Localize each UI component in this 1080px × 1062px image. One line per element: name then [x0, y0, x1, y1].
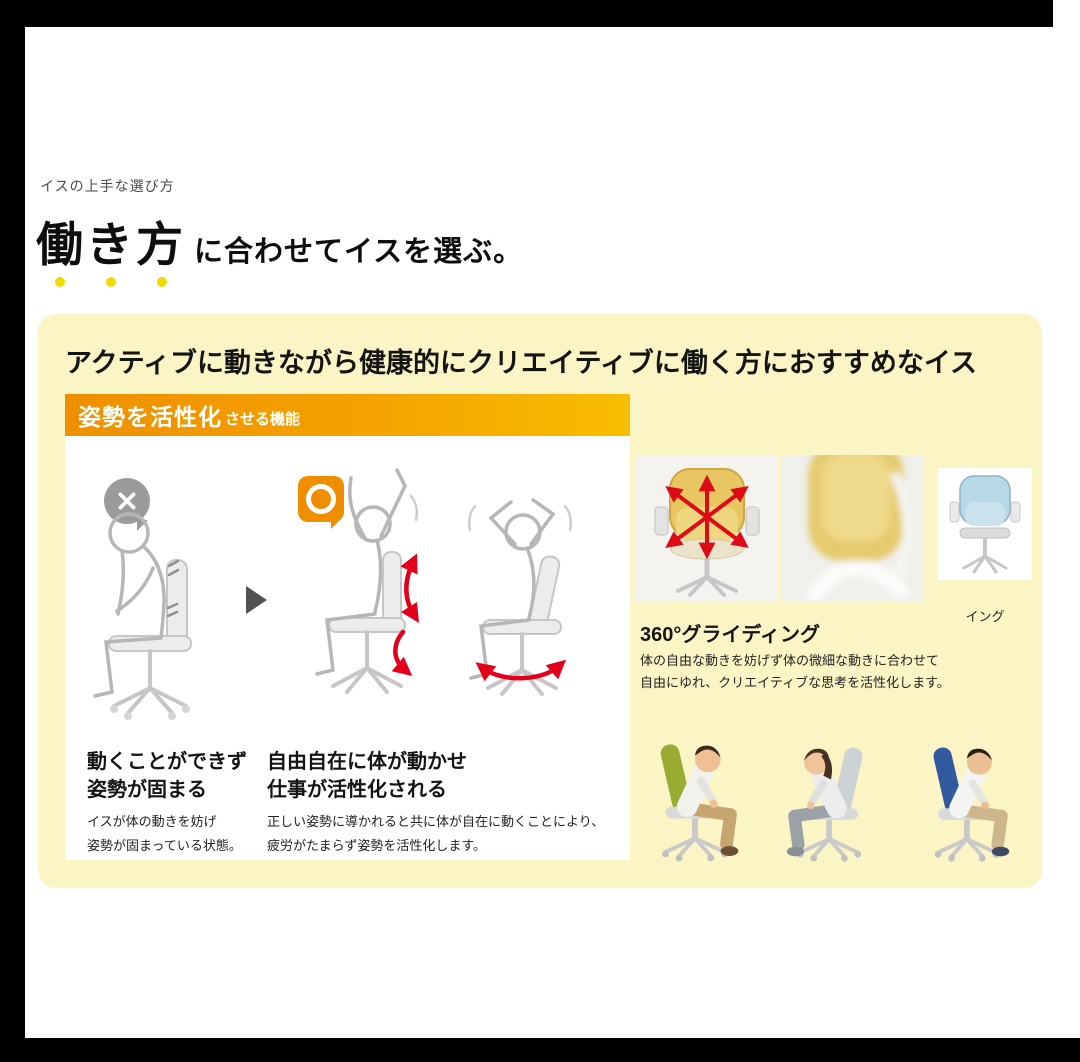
ok-caption-desc: 正しい姿勢に導かれると共に体が自在に動くことにより、 疲労がたまらず姿勢を活性化…: [267, 810, 604, 858]
ng-caption-title: 動くことができず 姿勢が固まる: [87, 748, 247, 804]
frame-left-bar: [0, 0, 25, 1062]
feature-banner: 姿勢を活性化 させる機能: [65, 394, 630, 436]
person-photo-blue-chair: [900, 720, 1032, 864]
ok-title-line2: 仕事が活性化される: [267, 779, 447, 801]
banner-main-text: 姿勢を活性化: [78, 404, 222, 430]
ok-desc-line2: 疲労がたまらず姿勢を活性化します。: [267, 838, 487, 853]
ok-desc-line1: 正しい姿勢に導かれると共に体が自在に動くことにより、: [267, 814, 605, 829]
kicker-text: イスの上手な選び方: [40, 178, 175, 194]
ing-chair-label: イング: [965, 609, 1005, 624]
page-title-rest: に合わせてイスを選ぶ。: [194, 236, 524, 268]
posture-illustration-box: 動くことができず 姿勢が固まる イスが体の動きを妨げ 姿勢が固まっている状態。 …: [65, 436, 630, 860]
feature-desc-line2: 自由にゆれ、クリエイティブな思考を活性化します。: [640, 675, 950, 690]
ok-caption-title: 自由自在に体が動かせ 仕事が活性化される: [267, 748, 467, 804]
banner-sub-text: させる機能: [225, 410, 301, 428]
feature-title: 360°グライディング: [640, 624, 820, 646]
person-photo-green-chair: [630, 716, 758, 864]
emphasis-dot: [106, 277, 116, 287]
frame-top-bar: [0, 0, 1053, 27]
ng-desc-line1: イスが体の動きを妨げ: [87, 814, 217, 829]
page-title: 働き方に合わせてイスを選ぶ。: [36, 206, 524, 287]
recommendation-panel: アクティブに動きながら健康的にクリエイティブに働く方におすすめなイス 姿勢を活性…: [38, 314, 1042, 888]
frame-bottom-bar: [0, 1038, 1080, 1062]
transition-arrow-icon: [246, 586, 267, 614]
ok-title-line1: 自由自在に体が動かせ: [267, 751, 467, 773]
page-title-emphasis-text: 働き方: [36, 218, 186, 271]
ng-title-line2: 姿勢が固まる: [87, 779, 207, 801]
ng-caption-desc: イスが体の動きを妨げ 姿勢が固まっている状態。: [87, 810, 242, 858]
chair-front-photo: [636, 455, 778, 601]
person-photo-gray-chair: [766, 720, 894, 864]
ok-circle-icon: [298, 476, 344, 529]
feature-description: 体の自由な動きを妨げず体の微細な動きに合わせて 自由にゆれ、クリエイティブな思考…: [640, 650, 950, 694]
emphasis-dot: [157, 277, 167, 287]
circle-mark-icon: [306, 484, 336, 514]
ng-title-line1: 動くことができず: [87, 751, 247, 773]
page-title-emphasis: 働き方: [36, 206, 186, 287]
chair-closeup-photo: [782, 455, 924, 601]
panel-headline: アクティブに動きながら健康的にクリエイティブに働く方におすすめなイス: [65, 348, 978, 378]
cross-mark-icon: [118, 492, 136, 510]
ng-desc-line2: 姿勢が固まっている状態。: [87, 838, 242, 853]
feature-desc-line1: 体の自由な動きを妨げず体の微細な動きに合わせて: [640, 653, 940, 668]
ng-cross-icon: [104, 478, 150, 531]
stiff-posture-illustration: [67, 476, 267, 736]
ing-chair-photo: [938, 468, 1032, 580]
active-posture-illustration: [279, 462, 624, 737]
emphasis-dot: [55, 277, 65, 287]
